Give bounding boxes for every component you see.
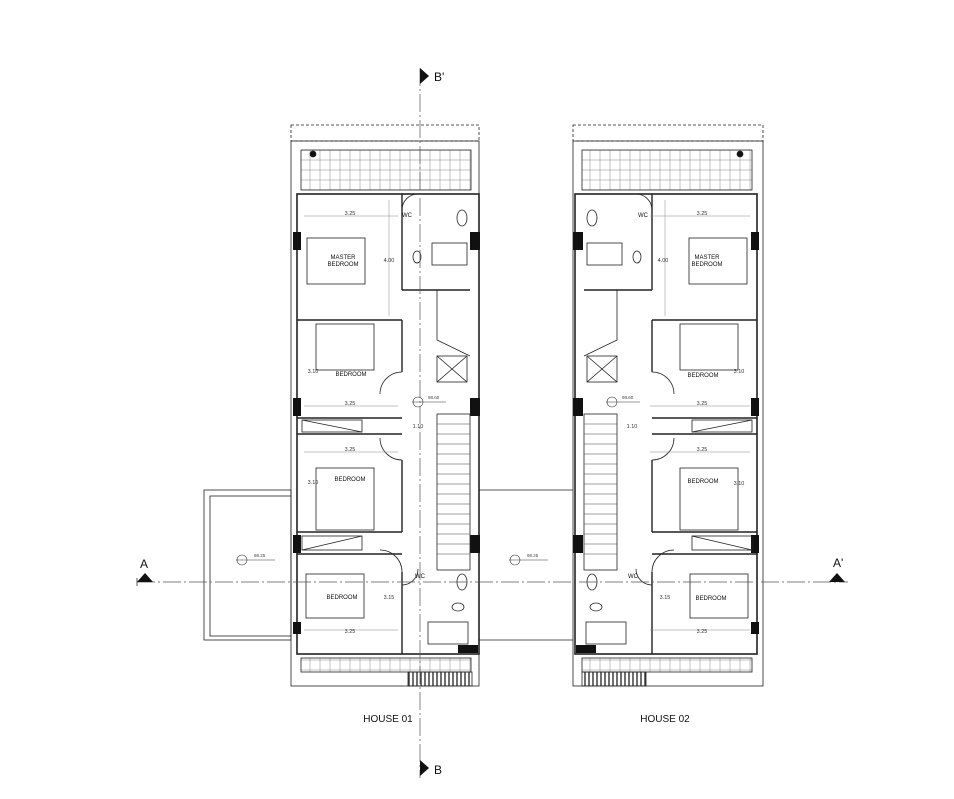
- dim-label: 1.10: [627, 424, 638, 430]
- section-b-bottom-marker: [420, 760, 429, 776]
- dim-label: 3.25: [697, 401, 708, 407]
- dim-label: 3.10: [308, 480, 319, 486]
- room-bedroom-3: BEDROOM: [326, 595, 357, 601]
- dim-label: 3.10: [734, 369, 745, 375]
- dim-label: 3.25: [697, 629, 708, 635]
- dim-label: 3.25: [345, 401, 356, 407]
- room-master-label: MASTER: [330, 255, 356, 261]
- house-02-label: HOUSE 02: [640, 714, 690, 725]
- section-b-top-marker: [420, 68, 429, 84]
- section-label-a: A: [140, 557, 148, 571]
- section-label-b: B: [434, 763, 442, 777]
- dim-label: 3.25: [345, 211, 356, 217]
- house-01-label: HOUSE 01: [363, 714, 413, 725]
- dim-label: 3.10: [734, 481, 745, 487]
- dim-label: 4.00: [658, 258, 669, 264]
- dim-label: 3.25: [345, 447, 356, 453]
- level-ext-mid: 98.25: [527, 553, 539, 558]
- room-bedroom-2: BEDROOM: [334, 477, 365, 483]
- section-label-a-prime: A': [833, 556, 843, 570]
- dim-label: 1.10: [413, 424, 424, 430]
- room-bedroom-1: BEDROOM: [335, 372, 366, 378]
- section-label-b-prime: B': [434, 70, 444, 84]
- room-wc-top: WC: [638, 213, 649, 219]
- dim-label: 3.10: [308, 369, 319, 375]
- room-bedroom-2: BEDROOM: [687, 479, 718, 485]
- section-a-left-marker: [137, 573, 153, 582]
- house-01-plan: [203, 124, 573, 687]
- dim-label: 3.25: [697, 447, 708, 453]
- room-wc-bottom: WC: [628, 574, 639, 580]
- room-bedroom-3: BEDROOM: [695, 596, 726, 602]
- dim-label: 4.00: [384, 258, 395, 264]
- level-house-02: 98.60: [622, 395, 634, 400]
- house-02-plan: [572, 124, 764, 687]
- room-wc-bottom: WC: [415, 574, 426, 580]
- room-wc-top: WC: [402, 213, 413, 219]
- dim-label: 3.25: [345, 629, 356, 635]
- dim-label: 3.15: [384, 595, 395, 601]
- room-bedroom-1: BEDROOM: [687, 373, 718, 379]
- room-master-label-2: BEDROOM: [327, 262, 358, 268]
- level-ext-left: 98.25: [254, 553, 266, 558]
- section-a-right-marker: [829, 573, 845, 582]
- room-master-label-2: BEDROOM: [691, 262, 722, 268]
- level-house-01: 98.60: [428, 395, 440, 400]
- dim-label: 3.15: [660, 595, 671, 601]
- dim-label: 3.25: [697, 211, 708, 217]
- room-master-label: MASTER: [694, 255, 720, 261]
